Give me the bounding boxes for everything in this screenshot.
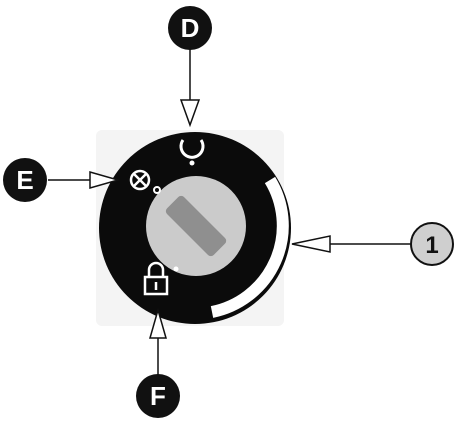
callout-e-bubble [3,158,47,202]
callout-1-bubble [410,222,454,266]
callout-e-label: E [16,165,33,195]
lock-icon [143,261,179,296]
leader-d [179,42,201,128]
callout-1-label: 1 [425,232,438,259]
leader-f [149,307,167,380]
callout-f: F [136,374,180,418]
ignition-symbol-icon [129,169,161,194]
position-arc [210,176,289,318]
callout-f-label: F [150,381,166,411]
callout-d: D [168,6,212,50]
callout-e: E [3,158,47,202]
leader-e [48,171,121,189]
power-ring-icon [179,139,205,166]
callout-d-label: D [181,13,200,43]
callout-1: 1 [410,222,454,266]
callout-d-bubble [168,6,212,50]
leader-1 [291,235,420,253]
callout-f-bubble [136,374,180,418]
key-slot [165,195,227,257]
